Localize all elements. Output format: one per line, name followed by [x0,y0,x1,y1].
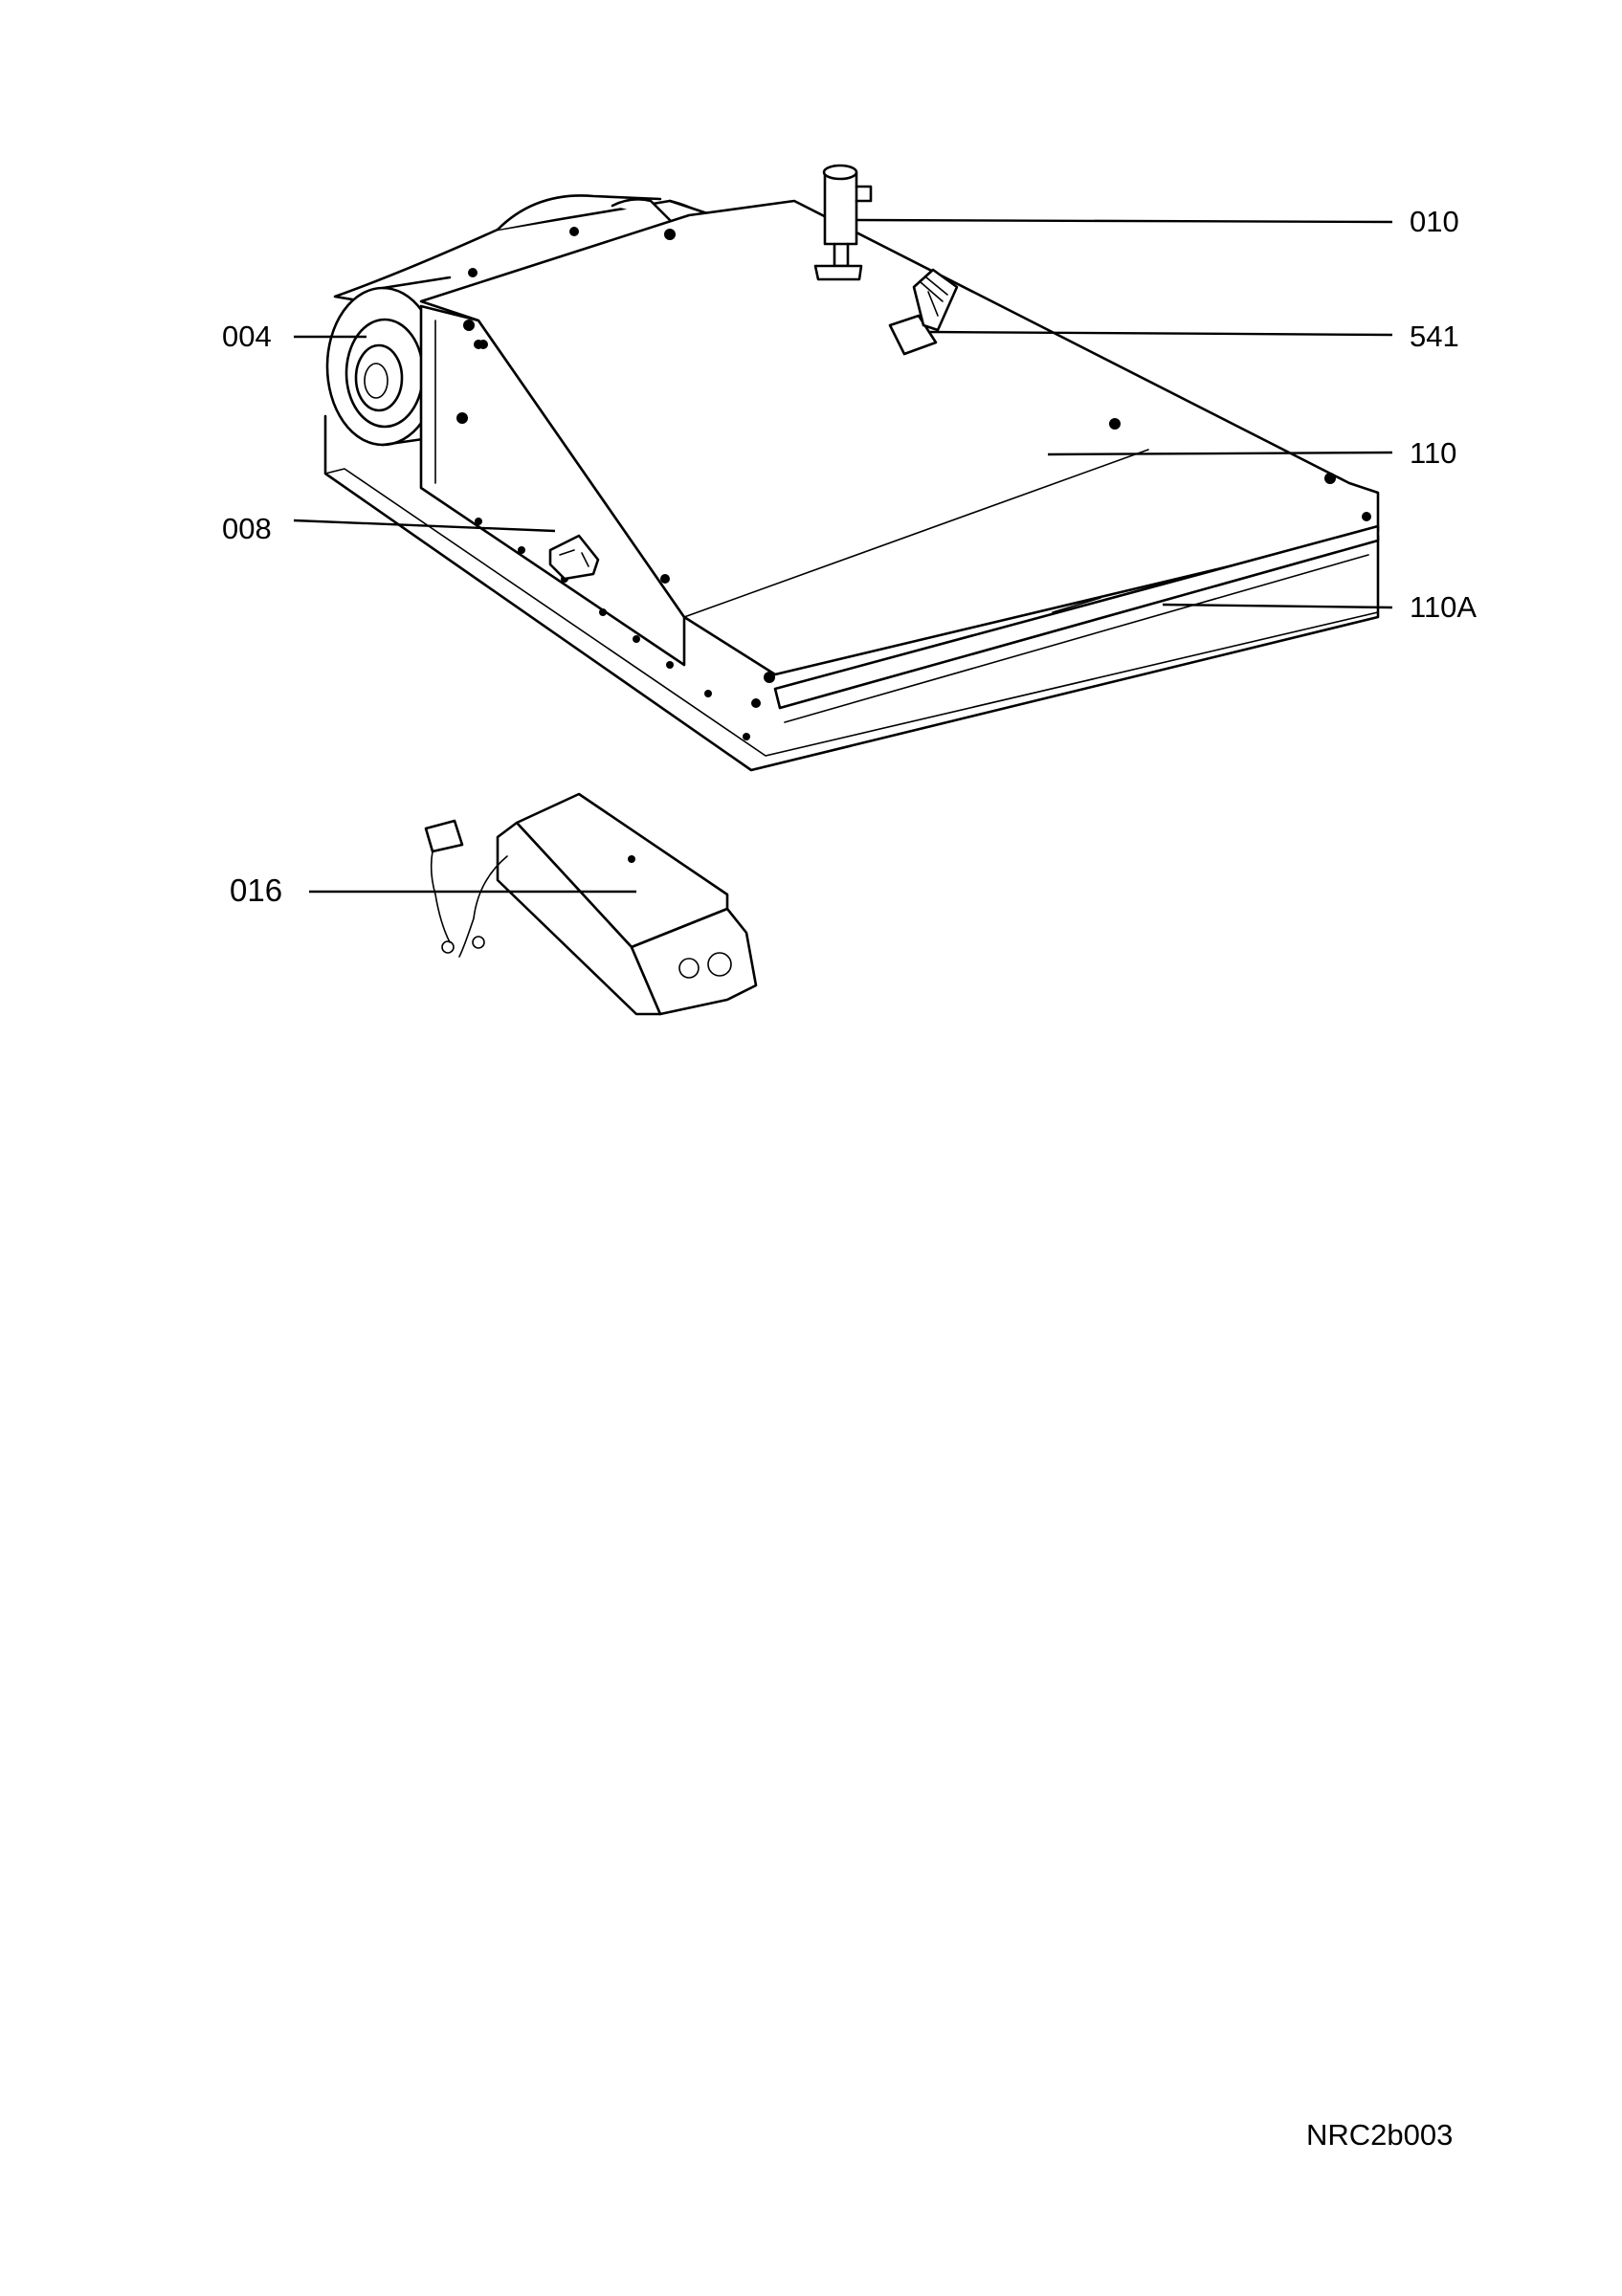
leader-110 [1047,451,1393,456]
callout-labels: 010 541 004 110 008 110A 016 [222,205,1477,908]
leader-008 [293,519,556,533]
callout-008: 008 [222,512,272,545]
drawing-code: NRC2b003 [1306,2118,1453,2152]
top-panel [419,199,1380,708]
callout-541: 541 [1410,320,1459,353]
leader-010 [855,218,1393,224]
switch-008 [548,534,600,581]
callout-004: 004 [222,320,272,353]
leader-541 [929,330,1393,337]
callout-016: 016 [230,872,282,908]
leader-110A [1162,603,1393,609]
clamp-541 [888,268,959,356]
main-assembly [323,164,1380,772]
base-holes [475,518,750,740]
callout-010: 010 [1410,205,1459,238]
callout-110: 110 [1410,436,1456,470]
callout-110A: 110A [1410,590,1477,624]
module-016 [424,792,758,1016]
front-rail [773,524,1380,723]
leader-lines [293,218,1393,894]
sensor-010 [813,164,873,281]
